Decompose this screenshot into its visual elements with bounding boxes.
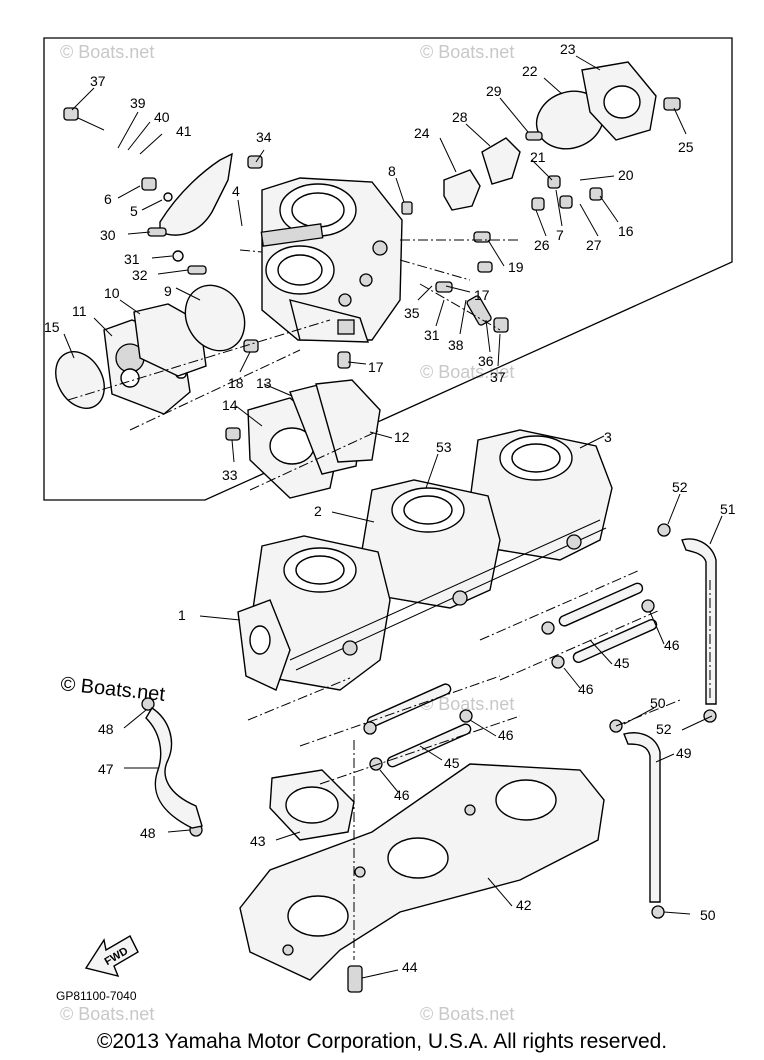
watermarks: © Boats.net © Boats.net © Boats.net © Bo…	[60, 42, 514, 1024]
callout-47: 47	[98, 761, 114, 777]
callout-4: 4	[232, 183, 240, 199]
hose-part-49	[623, 732, 661, 903]
boats-brand-mark: © Boats.net	[59, 673, 166, 706]
assembly-lines-main	[247, 569, 711, 960]
callout-14: 14	[222, 397, 238, 413]
callout-36: 36	[478, 353, 494, 369]
callout-31: 31	[424, 327, 440, 343]
watermark: © Boats.net	[420, 362, 514, 382]
callout-28: 28	[452, 109, 468, 125]
callout-21: 21	[530, 149, 546, 165]
diaphragm-part-15	[55, 351, 105, 409]
intake-manifold-part-42	[239, 763, 605, 981]
callout-10: 10	[104, 285, 120, 301]
callout-41: 41	[176, 123, 192, 139]
callout-32: 32	[132, 267, 148, 283]
callout-46: 46	[664, 637, 680, 653]
callout-42: 42	[516, 897, 532, 913]
callout-17: 17	[474, 287, 490, 303]
callout-45: 45	[614, 655, 630, 671]
hose-part-45	[572, 619, 658, 663]
callout-19: 19	[508, 259, 524, 275]
callout-52: 52	[672, 479, 688, 495]
hose-part-45	[558, 582, 644, 627]
callout-43: 43	[250, 833, 266, 849]
callout-3: 3	[604, 429, 612, 445]
callout-30: 30	[100, 227, 116, 243]
watermark: © Boats.net	[420, 1004, 514, 1024]
callout-45: 45	[444, 755, 460, 771]
callout-50: 50	[650, 695, 666, 711]
hose-part-45	[386, 723, 472, 768]
callout-1: 1	[178, 607, 186, 623]
callout-46: 46	[394, 787, 410, 803]
fwd-arrow: FWD	[84, 935, 139, 978]
callout-48: 48	[98, 721, 114, 737]
callout-17: 17	[368, 359, 384, 375]
carburetor-assembly	[237, 429, 613, 691]
bracket-part-24	[443, 169, 481, 211]
callout-37: 37	[490, 369, 506, 385]
callout-25: 25	[678, 139, 694, 155]
callout-53: 53	[436, 439, 452, 455]
callout-29: 29	[486, 83, 502, 99]
gasket-part-12	[315, 379, 381, 463]
callout-31: 31	[124, 251, 140, 267]
callout-52: 52	[656, 721, 672, 737]
callout-24: 24	[414, 125, 430, 141]
callout-labels: 37 39 40 41 6 5 30 31 32 9 10 11 15 4 34…	[44, 41, 736, 975]
gasket-part-43	[269, 769, 355, 841]
callout-12: 12	[394, 429, 410, 445]
callout-6: 6	[104, 191, 112, 207]
watermark: © Boats.net	[420, 42, 514, 62]
needle-valve-part-28	[481, 137, 521, 185]
hose-part-47	[145, 707, 203, 829]
callout-40: 40	[154, 109, 170, 125]
callout-20: 20	[618, 167, 634, 183]
callout-9: 9	[164, 283, 172, 299]
diagram-code: GP81100-7040	[56, 989, 137, 1003]
callout-27: 27	[586, 237, 602, 253]
callout-46: 46	[498, 727, 514, 743]
callout-15: 15	[44, 319, 60, 335]
inset-frame	[43, 37, 733, 501]
watermark: © Boats.net	[420, 694, 514, 714]
callout-35: 35	[404, 305, 420, 321]
throttle-lever-part-41	[159, 152, 233, 236]
callout-51: 51	[720, 501, 736, 517]
callout-37: 37	[90, 73, 106, 89]
callout-11: 11	[72, 303, 87, 319]
callout-39: 39	[130, 95, 146, 111]
callout-34: 34	[256, 129, 272, 145]
copyright-notice: ©2013 Yamaha Motor Corporation, U.S.A. A…	[96, 1030, 668, 1053]
callout-49: 49	[676, 745, 692, 761]
hose-part-51	[681, 538, 717, 705]
callout-5: 5	[130, 203, 138, 219]
callout-16: 16	[618, 223, 634, 239]
callout-26: 26	[534, 237, 550, 253]
leader-lines	[63, 55, 723, 979]
callout-38: 38	[448, 337, 464, 353]
small-fasteners-inset	[63, 97, 681, 441]
callout-33: 33	[222, 467, 238, 483]
watermark: © Boats.net	[60, 42, 154, 62]
diaphragm-part-9	[184, 284, 246, 352]
watermark: © Boats.net	[60, 1004, 154, 1024]
bolt-part-44	[347, 965, 363, 993]
callout-48: 48	[140, 825, 156, 841]
callout-46: 46	[578, 681, 594, 697]
callout-50: 50	[700, 907, 716, 923]
callout-2: 2	[314, 503, 322, 519]
callout-18: 18	[228, 375, 244, 391]
callout-8: 8	[388, 163, 396, 179]
callout-13: 13	[256, 375, 272, 391]
carburetor-body-inset	[260, 177, 403, 343]
callout-7: 7	[556, 227, 564, 243]
callout-23: 23	[560, 41, 576, 57]
callout-22: 22	[522, 63, 538, 79]
callout-44: 44	[402, 959, 418, 975]
